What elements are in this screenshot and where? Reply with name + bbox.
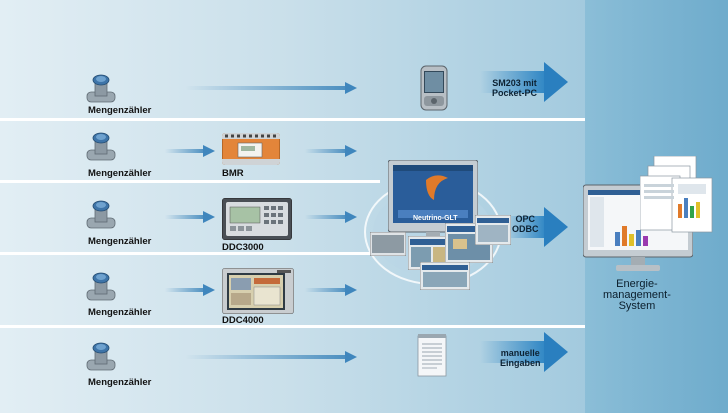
report-sheets-icon bbox=[640, 156, 713, 233]
sm203-label-line1: SM203 mit bbox=[492, 78, 537, 88]
row-separator bbox=[0, 118, 585, 121]
glt-screenshot-icon bbox=[475, 215, 511, 245]
flow-arrow bbox=[305, 284, 357, 296]
meter-label: Mengenzähler bbox=[88, 377, 152, 388]
ddc3000-controller-icon bbox=[222, 198, 292, 240]
document-icon bbox=[417, 334, 447, 377]
sm203-label: SM203 mit Pocket-PC bbox=[492, 78, 537, 98]
glt-screenshot-icon bbox=[370, 232, 406, 256]
flow-arrow bbox=[165, 211, 215, 223]
flow-arrow bbox=[185, 82, 357, 94]
opc-label: OPC bbox=[515, 214, 535, 224]
flow-arrow bbox=[165, 284, 215, 296]
flow-meter-icon bbox=[86, 200, 116, 229]
flow-arrow bbox=[185, 351, 357, 363]
big-flow-arrow bbox=[480, 332, 568, 372]
manual-input-label: manuelle Eingaben bbox=[500, 348, 541, 368]
energy-management-line2: management- bbox=[603, 289, 671, 301]
meter-label: Mengenzähler bbox=[88, 168, 152, 179]
flow-meter-icon bbox=[86, 272, 116, 301]
bmr-label: BMR bbox=[222, 168, 244, 179]
glt-screenshot-icon bbox=[420, 262, 470, 290]
meter-label: Mengenzähler bbox=[88, 236, 152, 247]
ddc3000-label: DDC3000 bbox=[222, 242, 264, 253]
meter-label: Mengenzähler bbox=[88, 105, 152, 116]
pocket-pc-icon bbox=[420, 65, 448, 111]
flow-meter-icon bbox=[86, 74, 116, 103]
ddc4000-label: DDC4000 bbox=[222, 315, 264, 326]
big-flow-arrow bbox=[480, 62, 568, 102]
flow-arrow bbox=[305, 211, 357, 223]
flow-arrow bbox=[165, 145, 215, 157]
big-flow-arrow bbox=[505, 207, 568, 247]
flow-meter-icon bbox=[86, 132, 116, 161]
row-separator bbox=[0, 325, 585, 328]
manual-label-line1: manuelle bbox=[500, 348, 540, 358]
odbc-label: ODBC bbox=[512, 224, 539, 234]
opc-odbc-label: OPC ODBC bbox=[512, 214, 539, 234]
glt-screen-title: Neutrino-GLT bbox=[413, 215, 458, 222]
energy-management-line1: Energie- bbox=[616, 278, 658, 290]
glt-monitor-icon bbox=[388, 160, 478, 246]
energy-management-label: Energie- management- System bbox=[603, 279, 671, 312]
flow-meter-icon bbox=[86, 342, 116, 371]
flow-arrow bbox=[305, 145, 357, 157]
energy-management-line3: System bbox=[618, 300, 656, 312]
ddc4000-touchpanel-icon bbox=[222, 268, 294, 314]
row-separator bbox=[0, 252, 380, 255]
manual-label-line2: Eingaben bbox=[500, 358, 541, 368]
sm203-label-line2: Pocket-PC bbox=[492, 88, 538, 98]
meter-label: Mengenzähler bbox=[88, 307, 152, 318]
row-separator bbox=[0, 180, 380, 183]
bmr-controller-icon bbox=[222, 133, 280, 165]
